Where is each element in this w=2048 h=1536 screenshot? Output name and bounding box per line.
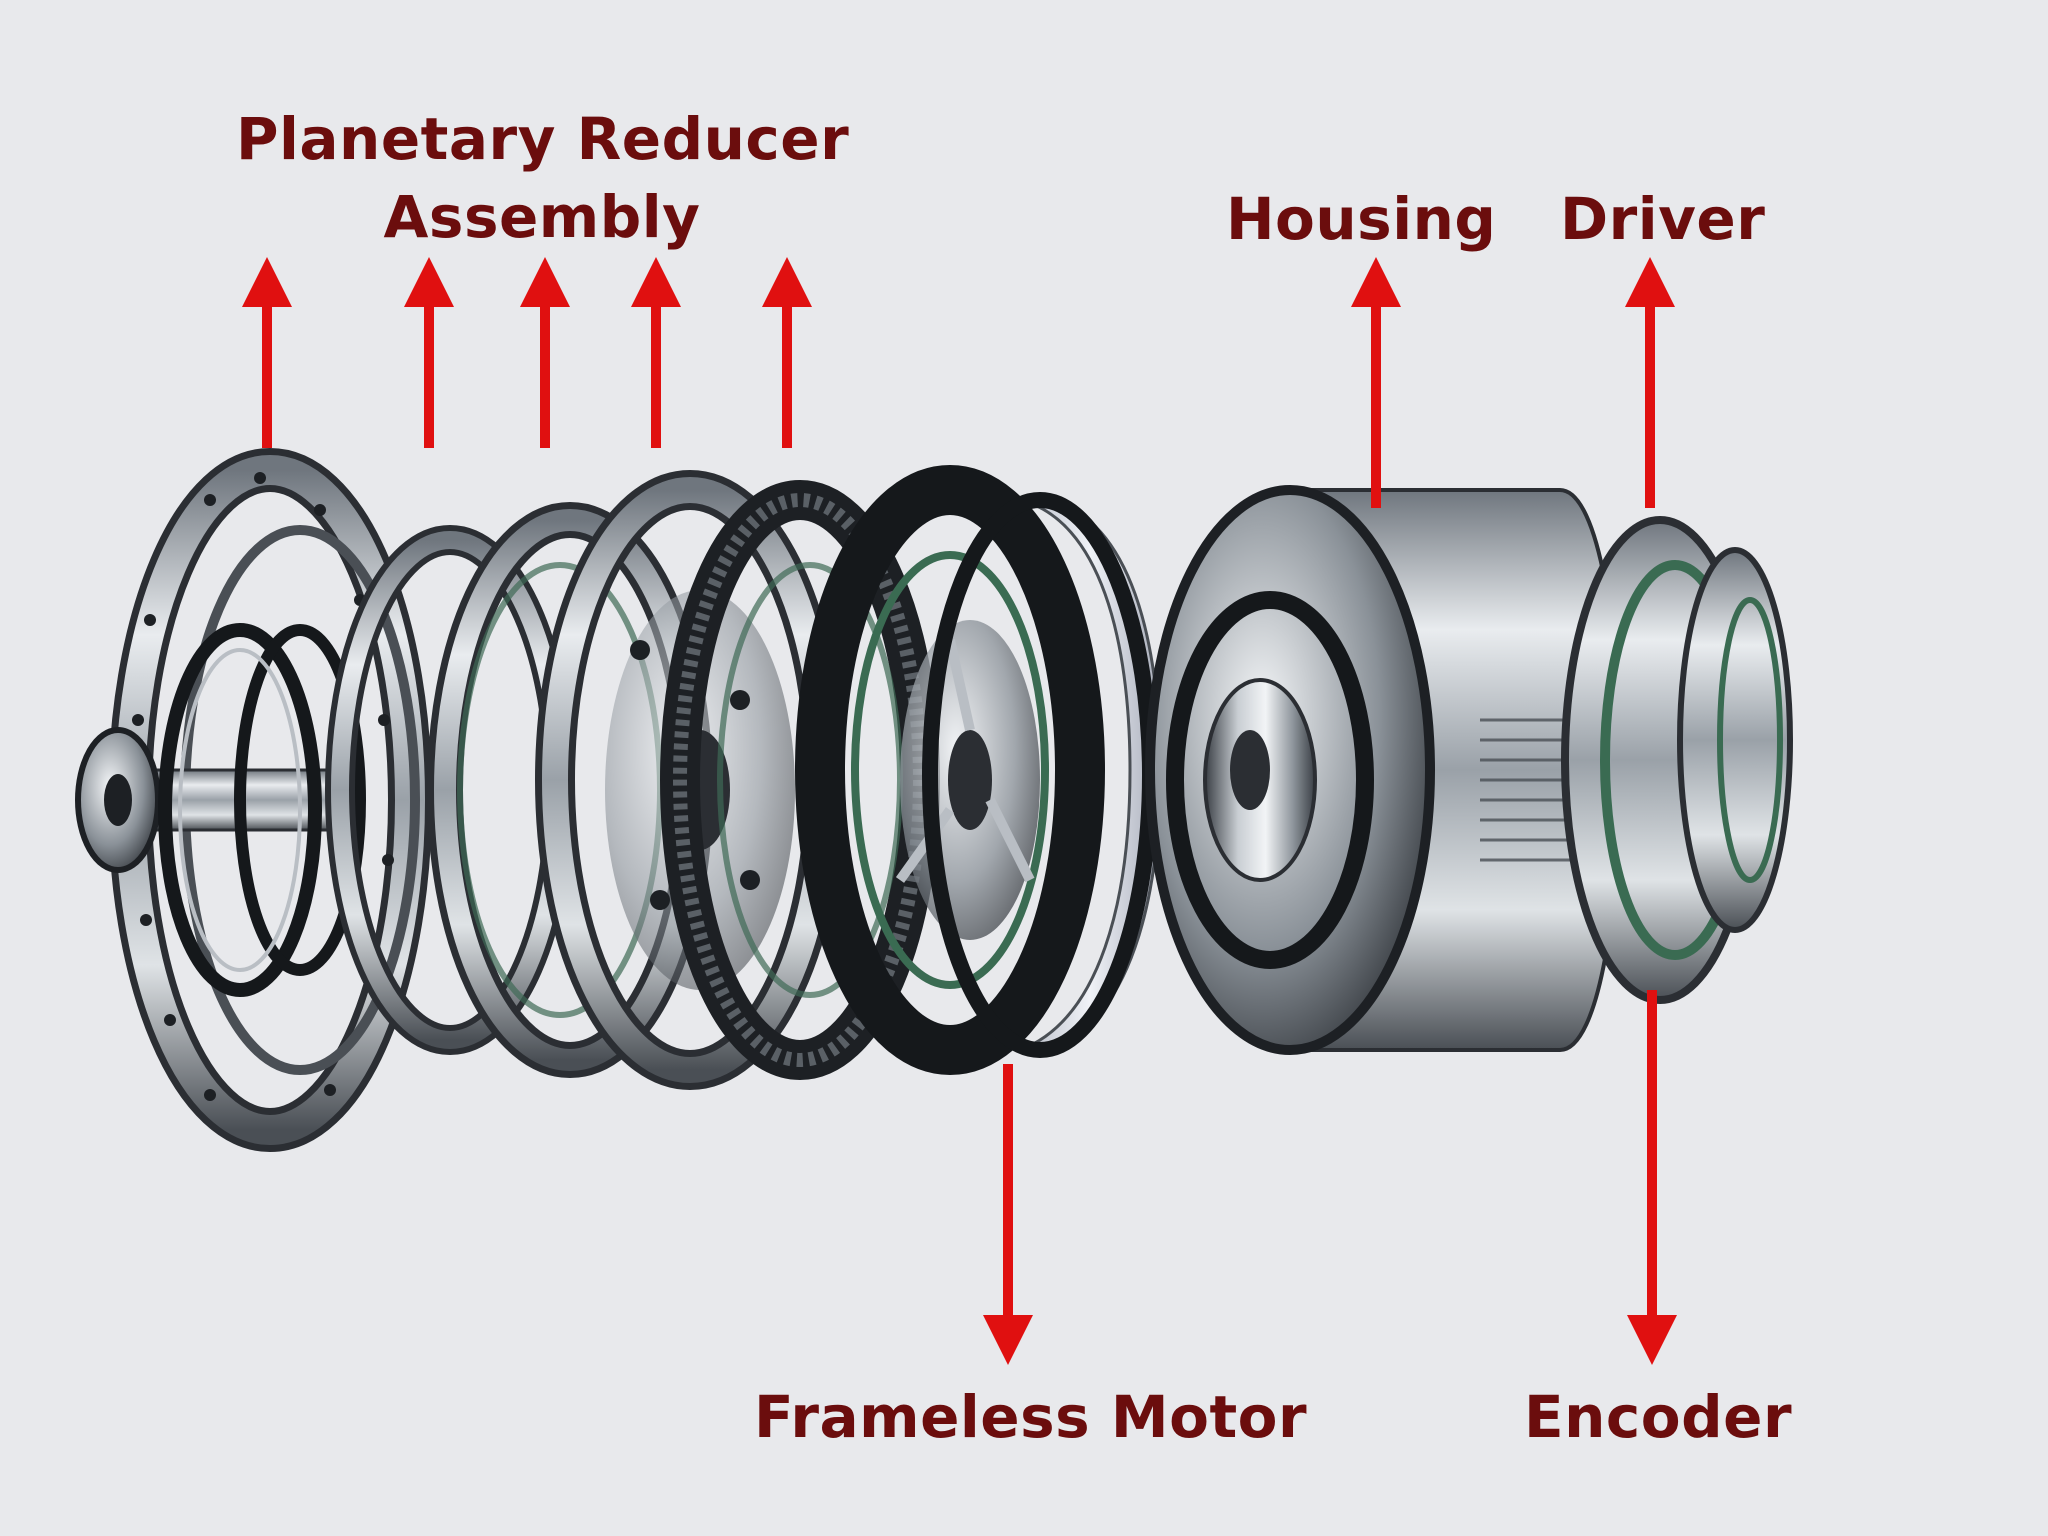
encoder-disk xyxy=(1677,547,1793,933)
label-frameless-motor: Frameless Motor xyxy=(754,1383,1308,1451)
label-planetary-reducer-assembly: Planetary Reducer Assembly xyxy=(236,100,850,256)
label-housing: Housing xyxy=(1226,185,1497,253)
housing-body xyxy=(1145,485,1623,1055)
seal-rings xyxy=(158,623,366,997)
label-planetary-line2: Assembly xyxy=(383,183,701,251)
label-planetary-line1: Planetary Reducer xyxy=(236,105,850,173)
label-driver: Driver xyxy=(1560,185,1766,253)
frameless-motor-rotor xyxy=(795,465,1105,1075)
label-encoder: Encoder xyxy=(1524,1383,1793,1451)
